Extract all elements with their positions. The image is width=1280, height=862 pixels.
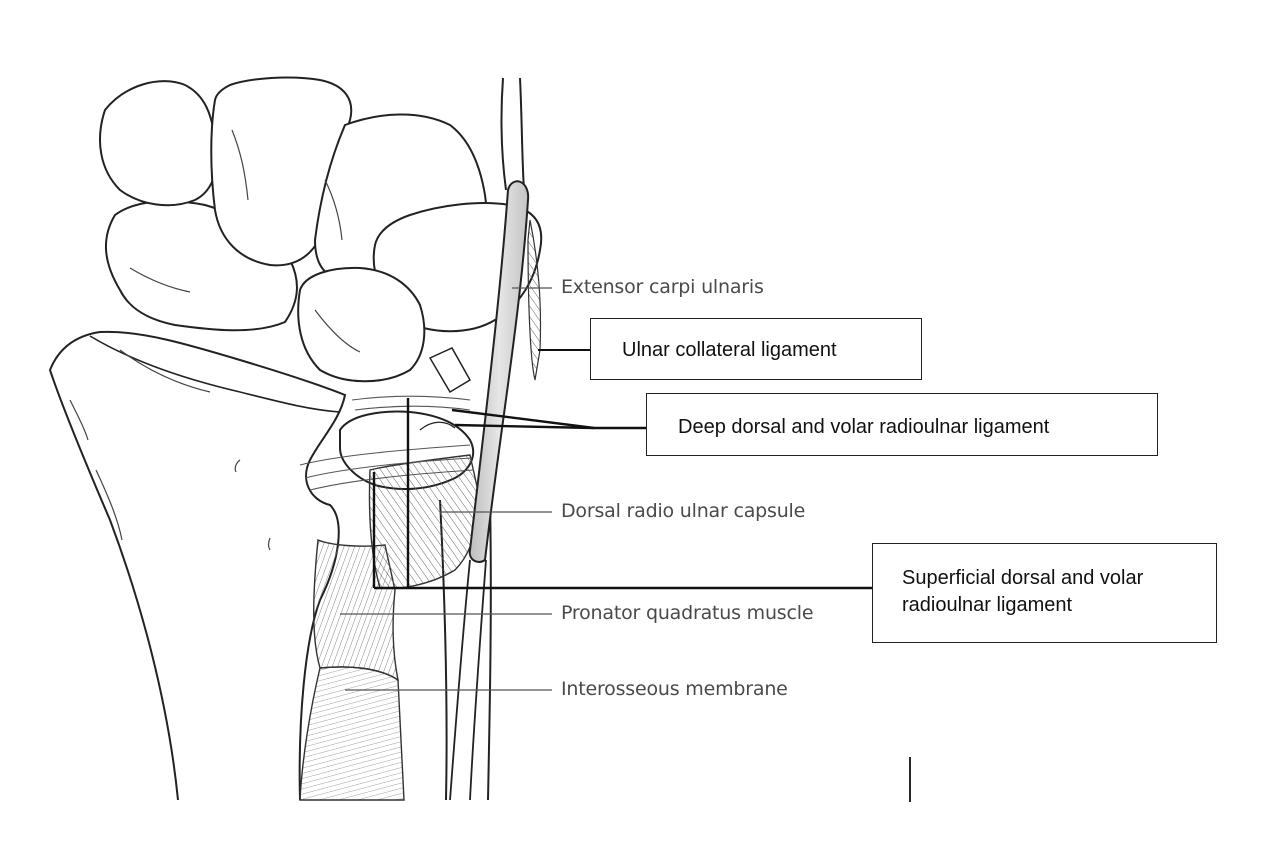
carpal-trapezium [99, 80, 218, 207]
callout-deep-dorsal-volar-ligament: Deep dorsal and volar radioulnar ligamen… [678, 416, 1050, 438]
callout-superficial-line-2: radioulnar ligament [902, 594, 1073, 616]
callout-box-ulnar-collateral: Ulnar collateral ligament [590, 318, 922, 380]
label-dorsal-radio-ulnar-capsule: Dorsal radio ulnar capsule [561, 500, 806, 522]
label-pronator-quadratus-muscle: Pronator quadratus muscle [561, 602, 814, 624]
callout-superficial-line-1: Superficial dorsal and volar [902, 567, 1144, 589]
interosseous-membrane-area [299, 666, 405, 801]
label-interosseous-membrane: Interosseous membrane [561, 678, 788, 700]
ucl-fibers [527, 219, 542, 381]
callout-box-deep-ligament: Deep dorsal and volar radioulnar ligamen… [646, 393, 1158, 456]
radius-bone [48, 330, 347, 801]
carpal-lunate [297, 266, 426, 383]
ecu-tendon-sheath [468, 180, 530, 563]
label-extensor-carpi-ulnaris: Extensor carpi ulnaris [561, 276, 764, 298]
callout-box-superficial-ligament: Superficial dorsal and volar radioulnar … [872, 543, 1217, 643]
callout-ulnar-collateral-ligament: Ulnar collateral ligament [622, 339, 837, 361]
ecu-tendon-upper [500, 77, 525, 191]
ligament-fibers [299, 395, 475, 491]
dorsal-capsule-area [368, 454, 481, 590]
